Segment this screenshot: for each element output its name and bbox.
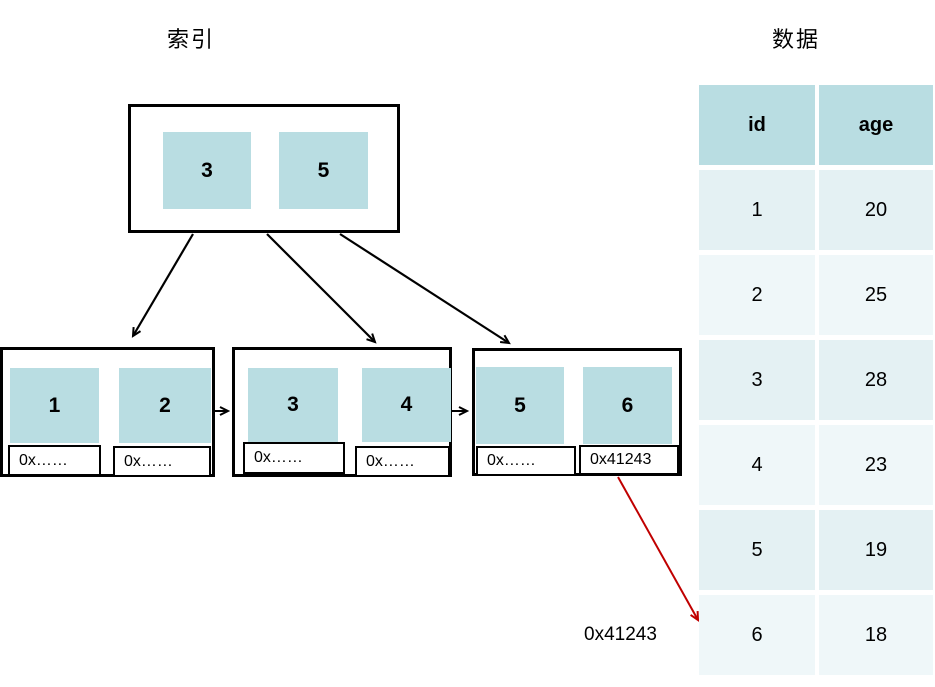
table-cell-id: 5 — [699, 510, 815, 590]
pointer-box: 0x…… — [355, 446, 450, 477]
pointer-box: 0x…… — [8, 445, 101, 476]
table-cell-age: 20 — [819, 170, 933, 250]
leaf-key-cell: 1 — [10, 368, 99, 443]
leaf-key-cell: 3 — [248, 368, 338, 442]
leaf-key-cell: 4 — [362, 368, 451, 442]
table-cell-id: 3 — [699, 340, 815, 420]
pointer-box: 0x…… — [476, 446, 576, 476]
leaf-key-cell: 6 — [583, 367, 672, 444]
table-cell-age: 23 — [819, 425, 933, 505]
root-key-cell: 3 — [163, 132, 251, 209]
table-cell-age: 18 — [819, 595, 933, 675]
leaf-key-cell: 2 — [119, 368, 211, 443]
pointer-box-41243: 0x41243 — [579, 445, 679, 475]
table-cell-id: 6 — [699, 595, 815, 675]
table-header-age: age — [819, 85, 933, 165]
table-cell-age: 25 — [819, 255, 933, 335]
arrow-root-to-leaf-3 — [339, 233, 511, 345]
table-cell-age: 19 — [819, 510, 933, 590]
data-section-title: 数据 — [772, 27, 821, 52]
arrow-pointer-to-table-row — [617, 476, 700, 622]
index-section-title: 索引 — [167, 27, 216, 52]
table-cell-id: 4 — [699, 425, 815, 505]
arrow-root-to-leaf-1 — [131, 233, 194, 338]
arrow-root-to-leaf-2 — [266, 233, 377, 344]
root-key-cell: 5 — [279, 132, 368, 209]
pointer-box: 0x…… — [243, 442, 345, 474]
pointer-callout-label: 0x41243 — [584, 624, 657, 645]
table-cell-age: 28 — [819, 340, 933, 420]
table-header-id: id — [699, 85, 815, 165]
leaf-key-cell: 5 — [476, 367, 564, 444]
table-cell-id: 2 — [699, 255, 815, 335]
table-cell-id: 1 — [699, 170, 815, 250]
pointer-box: 0x…… — [113, 446, 211, 477]
